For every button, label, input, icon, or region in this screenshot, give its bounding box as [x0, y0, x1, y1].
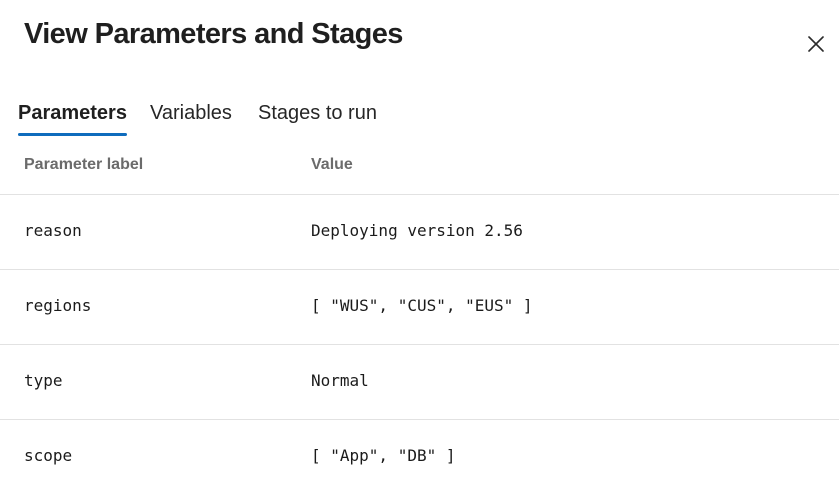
- column-header-parameter-label: Parameter label: [24, 156, 144, 173]
- table-row: regions [ "WUS", "CUS", "EUS" ]: [0, 270, 839, 345]
- tab-stages-to-run[interactable]: Stages to run: [258, 102, 377, 138]
- column-header-value: Value: [311, 156, 353, 173]
- table-row: type Normal: [0, 345, 839, 420]
- parameter-value: Normal: [311, 371, 369, 390]
- parameter-label: scope: [24, 446, 73, 465]
- selected-tab-indicator: [18, 133, 127, 136]
- table-row: reason Deploying version 2.56: [0, 195, 839, 270]
- parameter-value: Deploying version 2.56: [311, 221, 523, 240]
- tab-variables[interactable]: Variables: [150, 102, 232, 138]
- table-header-row: Parameter label Value: [0, 140, 839, 195]
- dialog-title: View Parameters and Stages: [24, 18, 403, 50]
- close-button[interactable]: [800, 28, 832, 60]
- close-icon: [808, 36, 824, 52]
- parameter-value: [ "WUS", "CUS", "EUS" ]: [311, 296, 533, 315]
- parameter-label: reason: [24, 221, 82, 240]
- tab-parameters[interactable]: Parameters: [18, 102, 127, 138]
- table-row: scope [ "App", "DB" ]: [0, 420, 839, 487]
- tab-label: Variables: [150, 102, 232, 124]
- parameter-label: regions: [24, 296, 92, 315]
- parameter-label: type: [24, 371, 63, 390]
- tab-label: Stages to run: [258, 102, 377, 124]
- parameter-value: [ "App", "DB" ]: [311, 446, 456, 465]
- tab-label: Parameters: [18, 102, 127, 124]
